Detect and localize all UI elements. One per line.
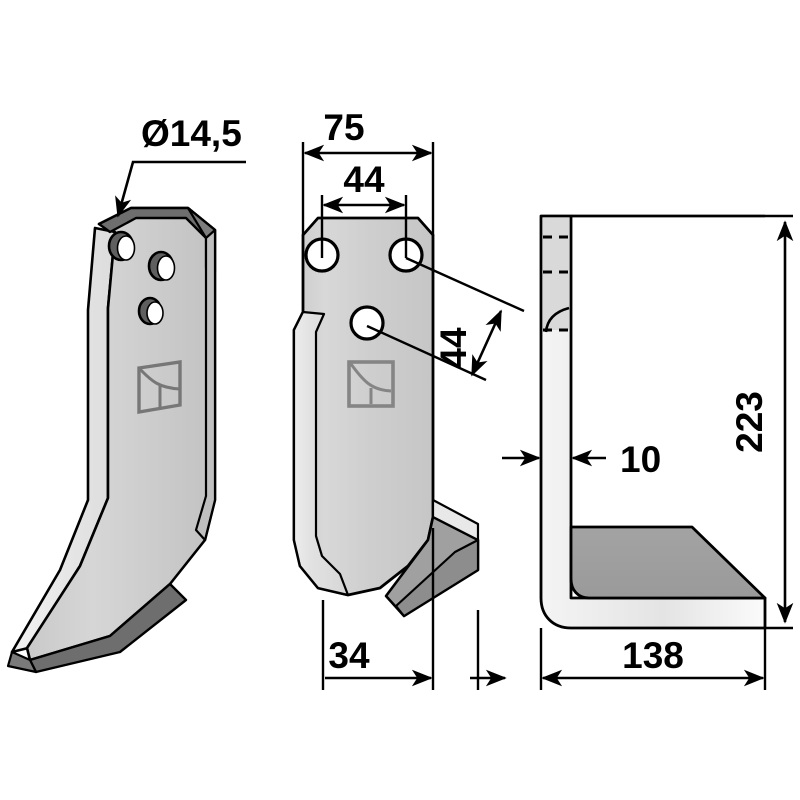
- dim-75-group: [301, 142, 435, 236]
- dim-10-label: 10: [620, 439, 661, 480]
- front-bevel-top-notch: [431, 498, 480, 542]
- side-foot-face: [569, 525, 767, 600]
- dim-75-label: 75: [323, 107, 364, 148]
- front-hole-middle: [349, 305, 385, 341]
- isometric-3d-view: [6, 206, 217, 674]
- iso-hole-top-left: [107, 230, 136, 262]
- manufacturer-emblem-icon: [137, 360, 182, 415]
- dim-138-label: 138: [622, 635, 684, 676]
- iso-hole-middle: [137, 296, 164, 326]
- iso-hole-top-right: [147, 250, 176, 282]
- iso-right-face: [194, 228, 217, 542]
- front-left-highlight: [292, 310, 350, 597]
- dim-44-horizontal-label: 44: [343, 159, 385, 200]
- front-bevel-wedge-dark: [394, 538, 480, 618]
- dim-138-group: [470, 610, 767, 690]
- dim-44-diagonal-group: [366, 256, 525, 382]
- dim-diameter-label: Ø14,5: [141, 113, 242, 154]
- side-upper-shaded-bar: [543, 218, 569, 330]
- dim-34-label: 34: [328, 635, 370, 676]
- dim-34-group: [321, 528, 435, 690]
- side-profile-view: [539, 214, 767, 630]
- dim-44-horizontal-group: [320, 195, 408, 258]
- iso-sharp-point: [6, 650, 38, 674]
- side-notch-curve: [544, 306, 570, 333]
- dim-44-diagonal-label: 44: [433, 327, 474, 369]
- dim-223-label: 223: [729, 391, 770, 453]
- diameter-leader: [115, 160, 246, 218]
- dim-223-group: [765, 214, 794, 630]
- front-manufacturer-emblem-icon: [347, 360, 395, 408]
